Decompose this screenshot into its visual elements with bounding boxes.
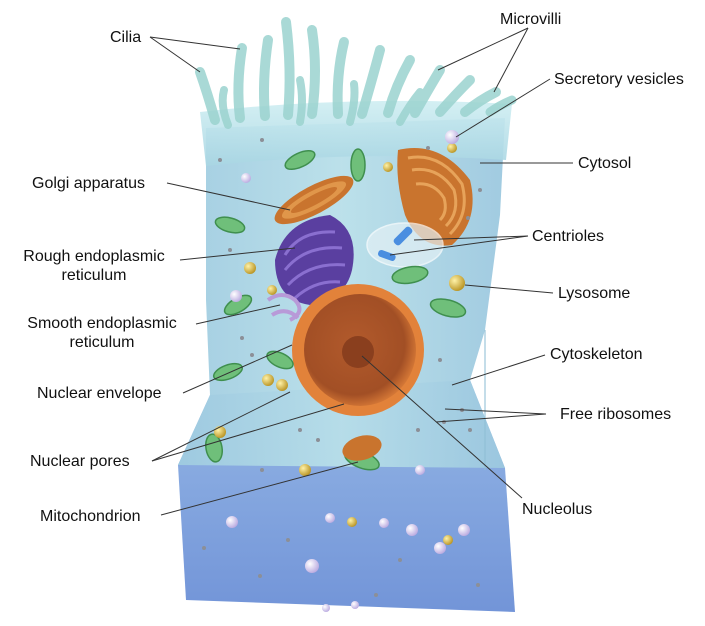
label-smooth-er-line2: reticulum [10,333,194,352]
leader-microvilli-1 [438,28,528,70]
centrioles [367,223,443,267]
label-microvilli: Microvilli [500,10,561,29]
leader-microvilli-2 [494,28,528,92]
cilium [238,48,242,118]
cilium [312,30,315,114]
label-free-ribosomes: Free ribosomes [560,405,671,424]
label-cytoskeleton: Cytoskeleton [550,345,643,364]
cilium [223,90,228,125]
label-smooth-er-line1: Smooth endoplasmic [10,314,194,333]
leader-cilia-1 [150,37,240,49]
label-smooth-er: Smooth endoplasmic reticulum [10,314,194,352]
label-nuclear-envelope: Nuclear envelope [37,384,162,403]
label-nuclear-pores: Nuclear pores [30,452,130,471]
cilium [264,40,268,116]
label-cilia: Cilia [110,28,141,47]
cilium [286,22,290,115]
cilium [350,84,355,122]
nucleus [292,284,424,416]
label-mitochondrion: Mitochondrion [40,507,141,526]
label-nucleolus: Nucleolus [522,500,592,519]
label-secretory-vesicles: Secretory vesicles [554,70,684,89]
label-cytosol: Cytosol [578,154,631,173]
label-rough-er-line1: Rough endoplasmic [10,247,178,266]
label-centrioles: Centrioles [532,227,604,246]
label-golgi-apparatus: Golgi apparatus [32,174,145,193]
cilium [300,80,302,122]
label-lysosome: Lysosome [558,284,630,303]
label-rough-er: Rough endoplasmic reticulum [10,247,178,285]
label-rough-er-line2: reticulum [10,266,178,285]
